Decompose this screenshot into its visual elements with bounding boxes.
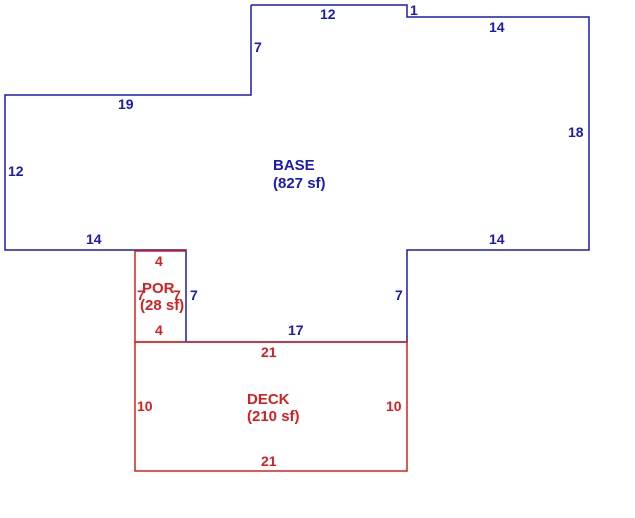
dim-deck-left: 10 <box>137 398 153 414</box>
dim-base-top-left: 12 <box>320 6 336 22</box>
deck-area: (210 sf) <box>247 408 300 425</box>
dim-base-right-inner: 7 <box>395 287 403 303</box>
dim-base-left-top: 19 <box>118 96 134 112</box>
dim-base-left: 12 <box>8 163 24 179</box>
deck-label: DECK <box>247 391 290 408</box>
porch-area: (28 sf) <box>140 297 184 314</box>
dim-base-bottom-left: 14 <box>86 231 102 247</box>
dim-base-bottom-center: 17 <box>288 322 304 338</box>
deck-outline <box>134 341 408 472</box>
base-area: (827 sf) <box>273 175 326 192</box>
dim-porch-top: 4 <box>155 253 163 269</box>
dim-deck-bottom: 21 <box>261 453 277 469</box>
dim-base-bottom-right: 14 <box>489 231 505 247</box>
dim-base-right: 18 <box>568 124 584 140</box>
base-label: BASE <box>273 157 315 174</box>
dim-porch-left: 7 <box>137 287 145 303</box>
dim-deck-right: 10 <box>386 398 402 414</box>
dim-base-porch-side: 7 <box>190 287 198 303</box>
dim-base-step: 1 <box>410 2 418 18</box>
dim-porch-bottom: 4 <box>155 322 163 338</box>
dim-base-notch-side: 7 <box>254 39 262 55</box>
porch-label: POR <box>142 280 175 297</box>
dim-porch-right: 7 <box>173 287 181 303</box>
dim-base-top-right: 14 <box>489 19 505 35</box>
dim-deck-top: 21 <box>261 344 277 360</box>
